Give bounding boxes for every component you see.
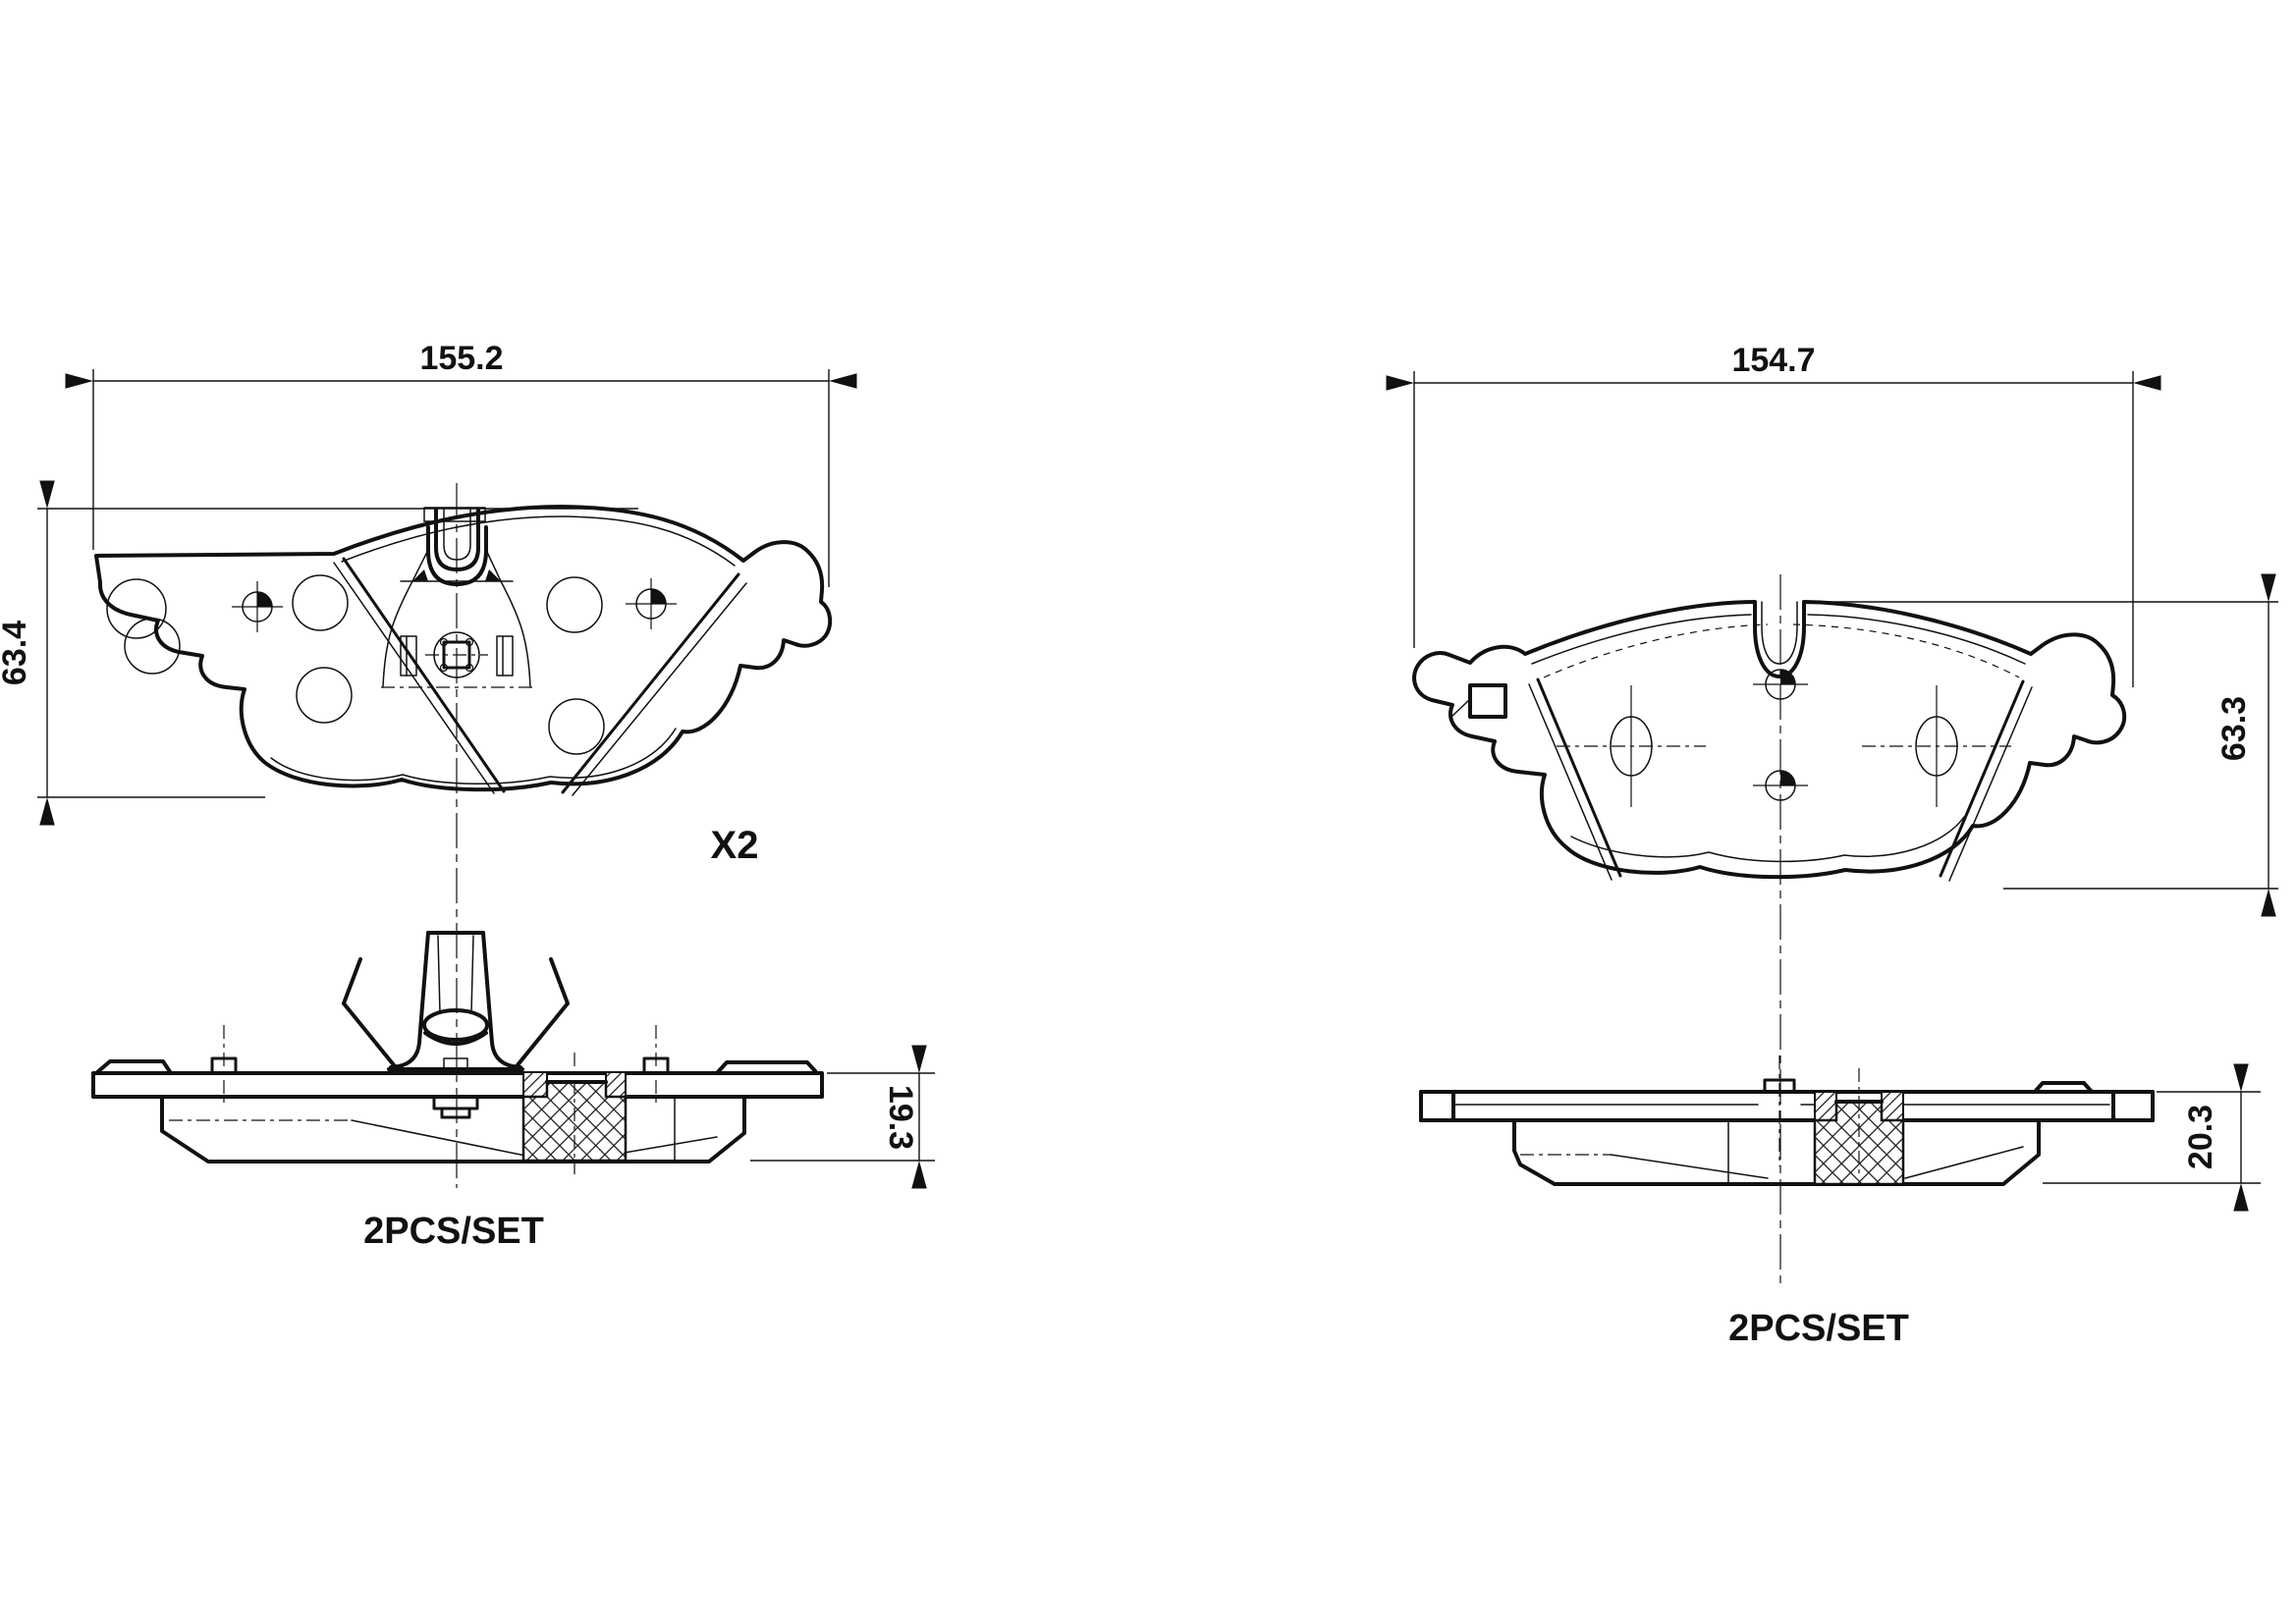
right-pad-outline: [1412, 600, 2127, 880]
left-quantity-label: X2: [711, 824, 759, 867]
right-width-value: 154.7: [1731, 342, 1815, 379]
right-datum-target-2: [1753, 770, 1808, 801]
left-width-value: 155.2: [419, 340, 503, 377]
right-pad-front-view: [1412, 574, 2127, 1286]
left-backing-plate: [91, 1071, 824, 1099]
right-datum-target-1: [1753, 669, 1808, 700]
left-pad-outline: [94, 505, 833, 792]
left-hole-bottom-right: [548, 698, 605, 755]
left-height-dimension: 63.4: [0, 480, 638, 826]
left-datum-target-1: [232, 581, 283, 632]
left-figure: 155.2 63.4: [0, 340, 935, 1252]
left-sensor-section: [521, 1053, 628, 1174]
left-pad-side-view: [91, 931, 824, 1174]
left-sensor-clip: [342, 931, 570, 1072]
right-sensor-section: [1813, 1068, 1905, 1186]
right-height-value: 63.3: [2215, 696, 2253, 761]
right-height-dimension: 63.3: [1808, 573, 2278, 917]
right-thickness-dimension: 20.3: [2043, 1063, 2261, 1212]
left-friction-material: [160, 1095, 746, 1163]
right-set-label: 2PCS/SET: [1728, 1308, 1909, 1349]
left-hole-top-left: [292, 574, 349, 631]
left-height-value: 63.4: [0, 621, 33, 685]
right-pad-tab: [1468, 683, 1507, 719]
left-thickness-value: 19.3: [882, 1085, 919, 1150]
right-friction-material: [1512, 1118, 2041, 1186]
right-thickness-value: 20.3: [2182, 1105, 2219, 1169]
left-datum-target-2: [626, 578, 677, 629]
left-hole-bottom-left: [296, 667, 353, 724]
right-figure: 154.7 63.3: [1386, 342, 2278, 1349]
right-backing-plate: [1419, 1090, 2155, 1122]
left-set-label: 2PCS/SET: [363, 1211, 544, 1252]
left-width-dimension: 155.2: [65, 340, 857, 587]
left-thickness-dimension: 19.3: [750, 1045, 935, 1189]
left-pad-front-view: [94, 483, 833, 1188]
left-hole-top-right: [546, 576, 603, 633]
left-retainer-clip: [381, 507, 532, 688]
right-width-dimension: 154.7: [1386, 342, 2161, 687]
right-pad-side-view: [1419, 1055, 2155, 1186]
